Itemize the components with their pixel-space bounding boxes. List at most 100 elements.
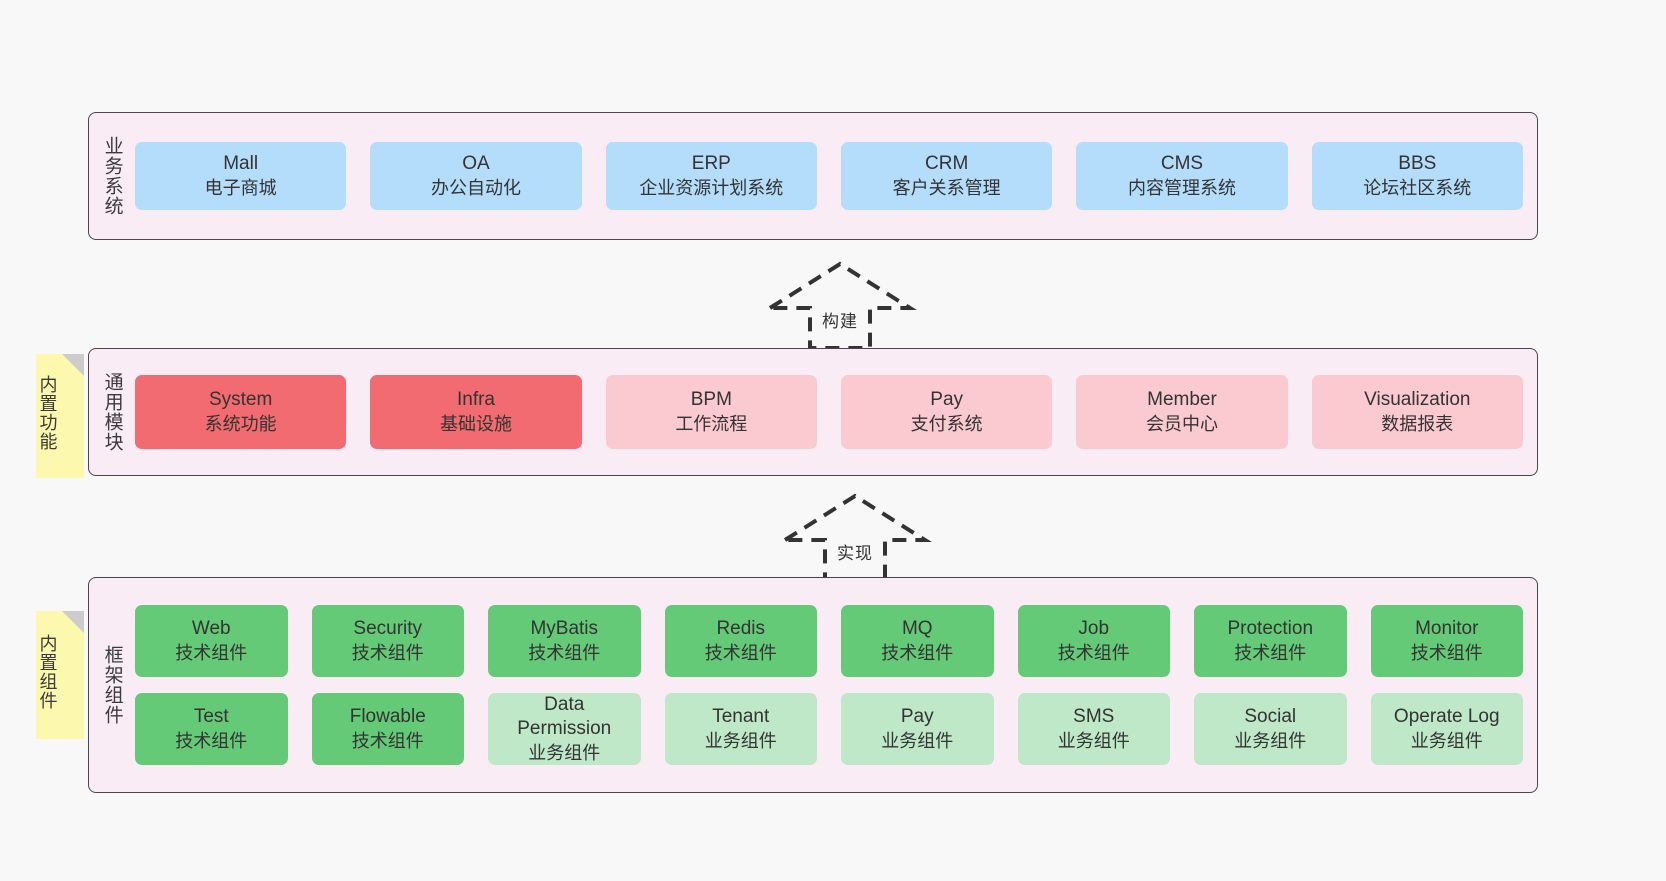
card-test[interactable]: Test 技术组件 bbox=[135, 693, 288, 765]
card-row: Web 技术组件 Security 技术组件 MyBatis 技术组件 Redi… bbox=[135, 605, 1523, 677]
card-social[interactable]: Social 业务组件 bbox=[1194, 693, 1347, 765]
card-title: BBS bbox=[1398, 153, 1437, 175]
card-oa[interactable]: OA 办公自动化 bbox=[370, 142, 582, 210]
card-data-permission[interactable]: Data Permission 业务组件 bbox=[488, 693, 641, 765]
card-flowable[interactable]: Flowable 技术组件 bbox=[311, 693, 464, 765]
card-subtitle: 客户关系管理 bbox=[892, 177, 1001, 198]
card-title: OA bbox=[462, 153, 490, 175]
card-job[interactable]: Job 技术组件 bbox=[1017, 605, 1170, 677]
card-title: Mall bbox=[223, 153, 259, 175]
card-subtitle: 论坛社区系统 bbox=[1363, 177, 1472, 198]
card-subtitle: 支付系统 bbox=[910, 413, 983, 434]
card-subtitle: 业务组件 bbox=[1234, 730, 1307, 751]
card-bbs[interactable]: BBS 论坛社区系统 bbox=[1311, 142, 1523, 210]
layer-common-modules: 通用模块 System 系统功能 Infra 基础设施 BPM 工作流程 Pay… bbox=[88, 348, 1538, 476]
card-cms[interactable]: CMS 内容管理系统 bbox=[1076, 142, 1288, 210]
card-title: ERP bbox=[691, 153, 731, 175]
layer-framework-components: 框架组件 Web 技术组件 Security 技术组件 MyBatis 技术组件… bbox=[88, 577, 1538, 793]
card-title: Pay bbox=[930, 389, 964, 411]
card-title: Infra bbox=[456, 389, 495, 411]
dashed-up-arrow-icon bbox=[763, 261, 917, 350]
card-title: Operate Log bbox=[1393, 706, 1500, 728]
card-subtitle: 业务组件 bbox=[528, 742, 601, 763]
folded-corner-icon bbox=[62, 611, 84, 633]
arrow-implement: 实现 bbox=[775, 490, 935, 584]
card-title: MQ bbox=[901, 618, 933, 640]
card-subtitle: 系统功能 bbox=[204, 413, 277, 434]
card-subtitle: 内容管理系统 bbox=[1127, 177, 1236, 198]
card-row: System 系统功能 Infra 基础设施 BPM 工作流程 Pay 支付系统… bbox=[135, 375, 1523, 449]
card-subtitle: 企业资源计划系统 bbox=[639, 177, 784, 198]
card-subtitle: 技术组件 bbox=[881, 642, 954, 663]
card-subtitle: 技术组件 bbox=[175, 730, 248, 751]
note-label: 内置功能 bbox=[37, 375, 58, 451]
card-title: CRM bbox=[925, 153, 969, 175]
card-title: Flowable bbox=[349, 706, 426, 728]
card-title-line2: Permission bbox=[517, 718, 612, 740]
card-protection[interactable]: Protection 技术组件 bbox=[1194, 605, 1347, 677]
card-sms[interactable]: SMS 业务组件 bbox=[1017, 693, 1170, 765]
card-operate-log[interactable]: Operate Log 业务组件 bbox=[1370, 693, 1523, 765]
card-pay-business[interactable]: Pay 业务组件 bbox=[841, 693, 994, 765]
card-subtitle: 办公自动化 bbox=[430, 177, 521, 198]
card-title: MyBatis bbox=[530, 618, 599, 640]
note-builtin-component: 内置组件 bbox=[36, 611, 84, 739]
layer-title-business: 业务系统 bbox=[101, 136, 123, 216]
card-subtitle: 技术组件 bbox=[1234, 642, 1307, 663]
note-builtin-function: 内置功能 bbox=[36, 354, 84, 478]
layer-body-framework: Web 技术组件 Security 技术组件 MyBatis 技术组件 Redi… bbox=[135, 578, 1537, 792]
card-subtitle: 数据报表 bbox=[1381, 413, 1454, 434]
card-crm[interactable]: CRM 客户关系管理 bbox=[840, 142, 1053, 210]
card-subtitle: 业务组件 bbox=[881, 730, 954, 751]
arrow-build-label: 构建 bbox=[822, 312, 858, 331]
card-pay[interactable]: Pay 支付系统 bbox=[840, 375, 1053, 449]
card-tenant[interactable]: Tenant 业务组件 bbox=[664, 693, 817, 765]
card-mybatis[interactable]: MyBatis 技术组件 bbox=[488, 605, 641, 677]
card-subtitle: 技术组件 bbox=[351, 730, 424, 751]
card-title: Redis bbox=[716, 618, 766, 640]
card-title: Pay bbox=[900, 706, 934, 728]
card-subtitle: 会员中心 bbox=[1145, 413, 1218, 434]
card-infra[interactable]: Infra 基础设施 bbox=[370, 375, 582, 449]
card-subtitle: 业务组件 bbox=[704, 730, 777, 751]
card-title: Member bbox=[1147, 389, 1217, 411]
card-row: Mall 电子商城 OA 办公自动化 ERP 企业资源计划系统 CRM 客户关系… bbox=[135, 142, 1523, 210]
card-title: Monitor bbox=[1415, 618, 1479, 640]
card-title: BPM bbox=[690, 389, 732, 411]
card-member[interactable]: Member 会员中心 bbox=[1076, 375, 1288, 449]
arrow-implement-label: 实现 bbox=[837, 544, 873, 563]
card-subtitle: 业务组件 bbox=[1410, 730, 1483, 751]
card-title: Protection bbox=[1227, 618, 1314, 640]
card-subtitle: 技术组件 bbox=[351, 642, 424, 663]
card-system[interactable]: System 系统功能 bbox=[135, 375, 347, 449]
card-title: Social bbox=[1244, 706, 1297, 728]
card-web[interactable]: Web 技术组件 bbox=[135, 605, 288, 677]
card-row: Test 技术组件 Flowable 技术组件 Data Permission … bbox=[135, 693, 1523, 765]
card-bpm[interactable]: BPM 工作流程 bbox=[605, 375, 817, 449]
card-erp[interactable]: ERP 企业资源计划系统 bbox=[605, 142, 817, 210]
card-title: Web bbox=[191, 618, 231, 640]
card-title: System bbox=[208, 389, 273, 411]
card-mq[interactable]: MQ 技术组件 bbox=[841, 605, 994, 677]
card-title: Data bbox=[544, 694, 585, 716]
card-mall[interactable]: Mall 电子商城 bbox=[135, 142, 347, 210]
card-title: Security bbox=[353, 618, 423, 640]
card-subtitle: 基础设施 bbox=[439, 413, 512, 434]
card-subtitle: 技术组件 bbox=[704, 642, 777, 663]
card-title: Job bbox=[1078, 618, 1110, 640]
layer-business-systems: 业务系统 Mall 电子商城 OA 办公自动化 ERP 企业资源计划系统 CRM… bbox=[88, 112, 1538, 240]
card-monitor[interactable]: Monitor 技术组件 bbox=[1370, 605, 1523, 677]
card-subtitle: 业务组件 bbox=[1057, 730, 1130, 751]
card-visualization[interactable]: Visualization 数据报表 bbox=[1311, 375, 1523, 449]
layer-title-common: 通用模块 bbox=[101, 372, 123, 452]
card-redis[interactable]: Redis 技术组件 bbox=[664, 605, 817, 677]
card-title: Visualization bbox=[1364, 389, 1471, 411]
dashed-up-arrow-icon bbox=[778, 493, 932, 582]
card-title: Test bbox=[193, 706, 229, 728]
layer-title-framework: 框架组件 bbox=[101, 645, 123, 725]
card-security[interactable]: Security 技术组件 bbox=[311, 605, 464, 677]
note-label: 内置组件 bbox=[37, 634, 58, 710]
layer-body-common: System 系统功能 Infra 基础设施 BPM 工作流程 Pay 支付系统… bbox=[135, 349, 1537, 475]
card-subtitle: 技术组件 bbox=[1410, 642, 1483, 663]
card-subtitle: 电子商城 bbox=[204, 177, 277, 198]
